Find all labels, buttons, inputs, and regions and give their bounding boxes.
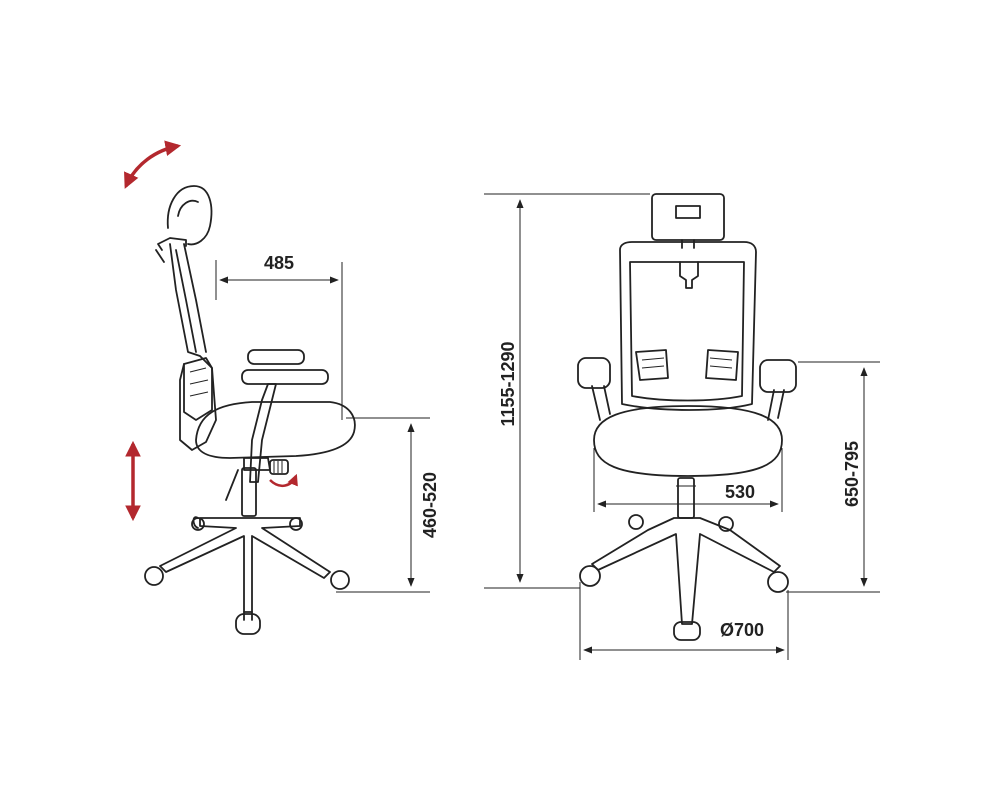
side-view-chair (144, 185, 356, 635)
front-armrest-height-dimension: 650-795 (786, 361, 880, 593)
side-seat-height-dimension: 460-520 (336, 417, 440, 593)
side-seat-depth-dimension: 485 (215, 253, 343, 420)
seat-depth-label: 485 (264, 253, 294, 273)
armrest-height-label: 650-795 (842, 441, 862, 507)
rotation-arrow-icon (269, 473, 298, 488)
front-view-chair (577, 193, 797, 641)
seat-width-label: 530 (725, 482, 755, 502)
front-seat-width-dimension: 530 (593, 448, 783, 512)
front-base-diameter-dimension: Ø700 (579, 582, 789, 660)
base-diameter-label: Ø700 (720, 620, 764, 640)
total-height-label: 1155-1290 (498, 341, 518, 426)
curved-double-arrow-icon (124, 140, 182, 189)
seat-height-label: 460-520 (420, 472, 440, 538)
front-total-height-dimension: 1155-1290 (484, 193, 650, 589)
